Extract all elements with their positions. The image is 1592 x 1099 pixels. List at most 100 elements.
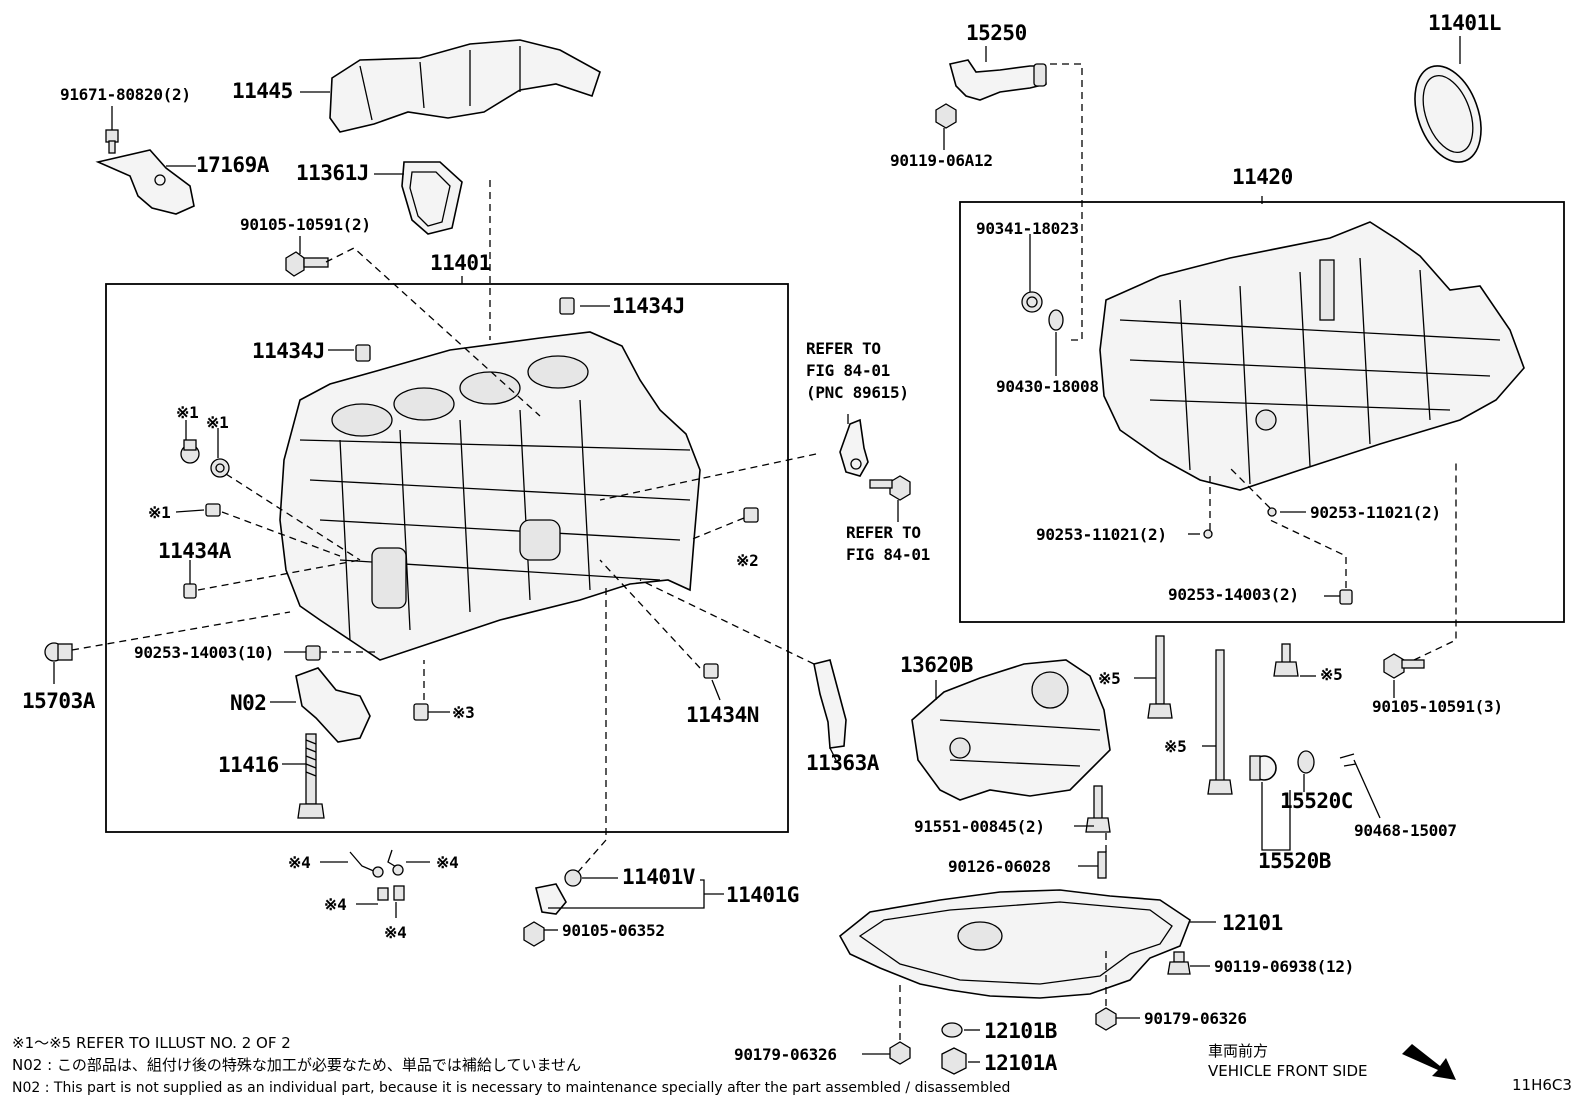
label-90468-15007: 90468-15007 bbox=[1354, 821, 1457, 840]
label-11401g: 11401G bbox=[726, 883, 799, 907]
plug-15703a-part bbox=[44, 642, 73, 662]
label-11401: 11401 bbox=[430, 251, 491, 275]
bolt-m5-c-part bbox=[1273, 643, 1299, 677]
label-91551-00845: 91551-00845(2) bbox=[914, 817, 1045, 836]
label-90253-14003-2: 90253-14003(2) bbox=[1168, 585, 1299, 604]
pin-90253-part bbox=[305, 645, 321, 661]
bolt-m5-a-part bbox=[1147, 635, 1173, 719]
cylinder-block-part bbox=[279, 331, 701, 661]
label-11434j-top: 11434J bbox=[612, 294, 685, 318]
plug-11434j-left-part bbox=[355, 344, 371, 362]
label-m4-d: ※4 bbox=[384, 923, 406, 942]
label-90253-11021-b: 90253-11021(2) bbox=[1310, 503, 1441, 522]
bracket-n02-part bbox=[295, 667, 371, 743]
label-m1-b: ※1 bbox=[206, 413, 228, 432]
oil-control-valve-15250-part bbox=[949, 59, 1047, 101]
label-m1-a: ※1 bbox=[176, 403, 198, 422]
label-90126-06028: 90126-06028 bbox=[948, 857, 1051, 876]
label-90119-06a12: 90119-06A12 bbox=[890, 151, 993, 170]
assembly-dashed-lines bbox=[71, 63, 1457, 1040]
washer-m1-part bbox=[210, 458, 230, 478]
label-m2: ※2 bbox=[736, 551, 758, 570]
bolt-90119-06a12-part bbox=[935, 103, 957, 129]
label-11363a: 11363A bbox=[806, 751, 880, 775]
label-m4-c: ※4 bbox=[324, 895, 346, 914]
bolt-91671-part bbox=[105, 129, 119, 154]
illustration-code: 11H6C3 bbox=[1512, 1076, 1572, 1094]
knock-sensor-part bbox=[839, 418, 911, 501]
pin-11434a-part bbox=[183, 583, 197, 599]
drain-plug-12101a-part bbox=[941, 1047, 967, 1075]
label-17169a: 17169A bbox=[196, 153, 270, 177]
label-13620b: 13620B bbox=[900, 653, 973, 677]
cylinder-block-group-box bbox=[105, 283, 789, 833]
oil-pan-upper-11420-part bbox=[1099, 221, 1525, 491]
pin-m2-part bbox=[743, 507, 759, 523]
plug-90179-a-part bbox=[889, 1041, 911, 1065]
footnote-refer-illust: ※1～※5 REFER TO ILLUST NO. 2 OF 2 bbox=[12, 1034, 291, 1052]
gasket-12101b-part bbox=[941, 1022, 963, 1038]
label-90179-06326-a: 90179-06326 bbox=[734, 1045, 837, 1064]
label-12101a: 12101A bbox=[984, 1051, 1058, 1075]
oil-pan-12101-part bbox=[838, 889, 1191, 999]
label-m5-b: ※5 bbox=[1164, 737, 1186, 756]
bolt-90105-part bbox=[285, 251, 329, 277]
label-m5-c: ※5 bbox=[1320, 665, 1342, 684]
bracket-17169a-part bbox=[95, 149, 195, 215]
label-90179-06326-b: 90179-06326 bbox=[1144, 1009, 1247, 1028]
label-12101: 12101 bbox=[1222, 911, 1283, 935]
label-15520b: 15520B bbox=[1258, 849, 1331, 873]
label-m4-a: ※4 bbox=[288, 853, 310, 872]
oil-pressure-switch-15520b-part bbox=[1249, 755, 1277, 781]
bolt-m5-b-part bbox=[1207, 649, 1233, 795]
refer-1-line-3: (PNC 89615) bbox=[806, 383, 909, 402]
plug-m1-part bbox=[180, 439, 200, 464]
label-11434n: 11434N bbox=[686, 703, 759, 727]
bolt-11416-part bbox=[297, 733, 325, 819]
pin-90253-11021-a-part bbox=[1203, 529, 1213, 539]
pin-90253-14003-part bbox=[1339, 589, 1353, 605]
label-m3: ※3 bbox=[452, 703, 474, 722]
gasket-90430-part bbox=[1048, 309, 1064, 331]
label-90430-18008: 90430-18008 bbox=[996, 377, 1099, 396]
label-15250: 15250 bbox=[966, 21, 1027, 45]
label-11420: 11420 bbox=[1232, 165, 1293, 189]
label-m1-c: ※1 bbox=[148, 503, 170, 522]
refer-2-line-1: REFER TO bbox=[846, 523, 921, 542]
label-15703a: 15703A bbox=[22, 689, 96, 713]
label-90341-18023: 90341-18023 bbox=[976, 219, 1079, 238]
label-15520c: 15520C bbox=[1280, 789, 1353, 813]
label-90253-14003-10: 90253-14003(10) bbox=[134, 643, 274, 662]
gasket-11361j-part bbox=[401, 161, 463, 235]
label-11401v: 11401V bbox=[622, 865, 696, 889]
label-11434a: 11434A bbox=[158, 539, 232, 563]
sensor-wire-m4-part bbox=[349, 849, 405, 901]
refer-1-line-1: REFER TO bbox=[806, 339, 881, 358]
label-m4-b: ※4 bbox=[436, 853, 458, 872]
heat-insulator-part bbox=[329, 39, 601, 133]
plug-90179-b-part bbox=[1095, 1007, 1117, 1031]
label-90119-06938: 90119-06938(12) bbox=[1214, 957, 1354, 976]
pin-90253-11021-b-part bbox=[1267, 507, 1277, 517]
gasket-15520c-part bbox=[1297, 750, 1315, 774]
refer-2-line-2: FIG 84-01 bbox=[846, 545, 930, 564]
vehicle-front-jp-label: 車両前方 bbox=[1208, 1042, 1268, 1060]
label-90105-10591-2: 90105-10591(2) bbox=[240, 215, 371, 234]
label-12101b: 12101B bbox=[984, 1019, 1057, 1043]
label-11361j: 11361J bbox=[296, 161, 369, 185]
footnote-n02-japanese: N02 : この部品は、組付け後の特殊な加工が必要なため、単品では補給していませ… bbox=[12, 1056, 581, 1074]
oil-pump-13620b-part bbox=[911, 659, 1111, 801]
refer-1-line-2: FIG 84-01 bbox=[806, 361, 890, 380]
pin-11434n-part bbox=[703, 663, 719, 679]
stud-90126-part bbox=[1097, 851, 1107, 879]
bolt-90119-06938-part bbox=[1167, 951, 1191, 975]
oil-seal-11401l-part bbox=[1414, 65, 1482, 163]
label-n02: N02 bbox=[230, 691, 266, 715]
bolt-90105-10591-3-part bbox=[1383, 653, 1425, 679]
label-m5-a: ※5 bbox=[1098, 669, 1120, 688]
label-90105-06352: 90105-06352 bbox=[562, 921, 665, 940]
bolt-91551-part bbox=[1085, 785, 1111, 833]
label-91671-80820: 91671-80820(2) bbox=[60, 85, 191, 104]
